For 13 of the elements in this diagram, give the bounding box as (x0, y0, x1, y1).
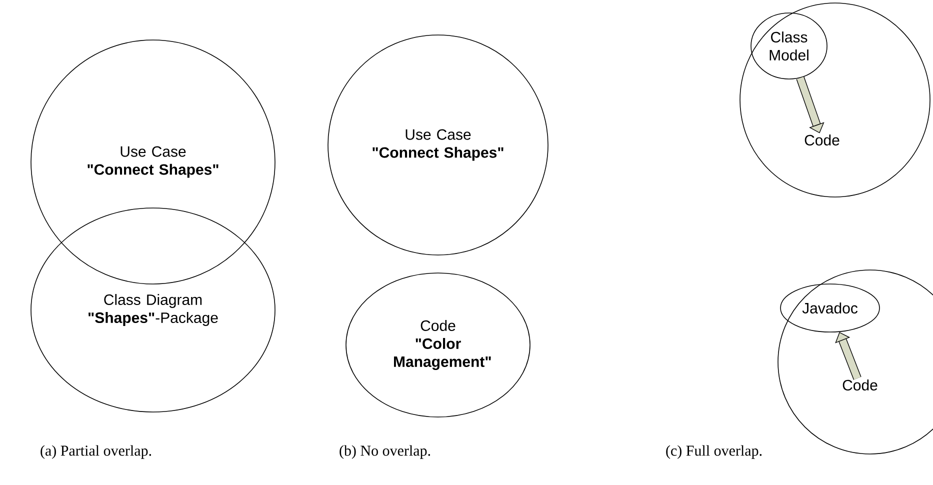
text-label: Code (804, 134, 840, 146)
circle-node: Use Case "Connect Shapes" (30, 40, 276, 284)
block-arrow (796, 76, 824, 134)
ellipse-node: Class Model (750, 12, 828, 80)
figure-caption: (c) Full overlap. (666, 445, 762, 459)
figure-caption: (b) No overlap. (340, 445, 430, 459)
ellipse-node: Class Diagram "Shapes"-Package (30, 208, 276, 412)
text-label: Code (842, 380, 878, 390)
ellipse-node: Code "Color Management" (346, 272, 530, 418)
ellipse-node (740, 2, 930, 198)
circle-node: Use Case "Connect Shapes" (328, 34, 548, 256)
figure-caption: (a) Partial overlap. (40, 445, 152, 459)
ellipse-node: Javadoc (780, 284, 880, 332)
